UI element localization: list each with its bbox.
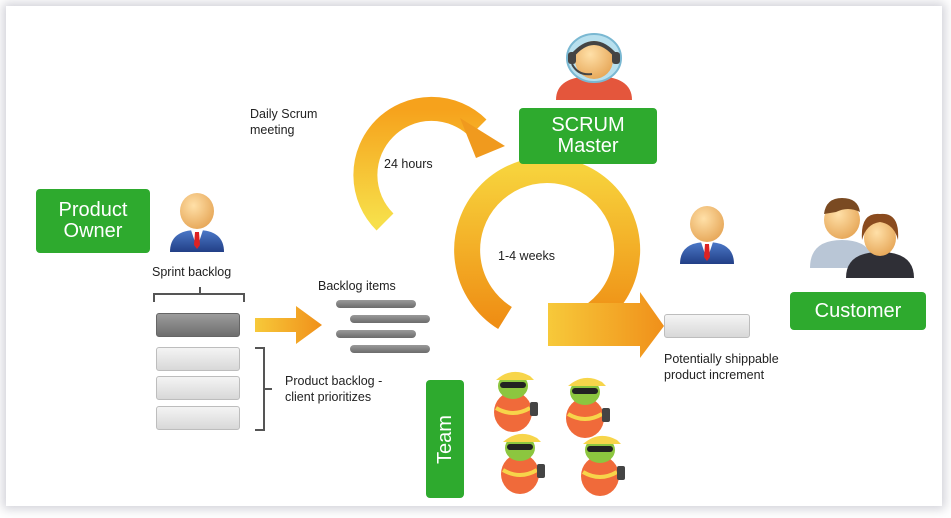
product-backlog-item	[156, 347, 240, 371]
daily-scrum-label: Daily Scrum meeting	[250, 107, 318, 137]
hours-label: 24 hours	[384, 157, 433, 171]
headset-person-icon	[556, 33, 632, 100]
product-backlog-bracket	[255, 347, 272, 431]
weeks-label: 1-4 weeks	[498, 249, 555, 263]
backlog-item-line	[336, 330, 416, 338]
sprint-backlog-bracket	[153, 287, 245, 302]
backlog-item-line	[350, 345, 430, 353]
team-member-icon	[501, 433, 545, 494]
daily-cycle-arrow	[353, 96, 505, 231]
team-member-icon	[581, 435, 625, 496]
backlog-items-label: Backlog items	[318, 279, 396, 293]
sprint-backlog-item	[156, 313, 240, 337]
person-icon	[680, 206, 734, 264]
team-member-icon	[494, 371, 538, 432]
product-backlog-item	[156, 376, 240, 400]
customer-box: Customer	[790, 292, 926, 330]
customer-pair-icon	[810, 198, 914, 278]
product-owner-box: Product Owner	[36, 189, 150, 253]
backlog-item-line	[336, 300, 416, 308]
flow-arrow	[255, 306, 322, 344]
team-member-icon	[566, 377, 610, 438]
scrum-master-box: SCRUM Master	[519, 108, 657, 164]
product-backlog-item	[156, 406, 240, 430]
sprint-backlog-label: Sprint backlog	[152, 265, 232, 279]
sprint-cycle-arrow	[454, 157, 664, 358]
product-backlog-label: Product backlog - client prioritizes	[285, 374, 383, 404]
team-label: Team	[433, 414, 456, 464]
person-icon	[170, 193, 224, 252]
increment-label: Potentially shippable product increment	[664, 352, 779, 382]
team-box: Team	[426, 380, 464, 498]
product-increment	[664, 314, 750, 338]
backlog-item-line	[350, 315, 430, 323]
